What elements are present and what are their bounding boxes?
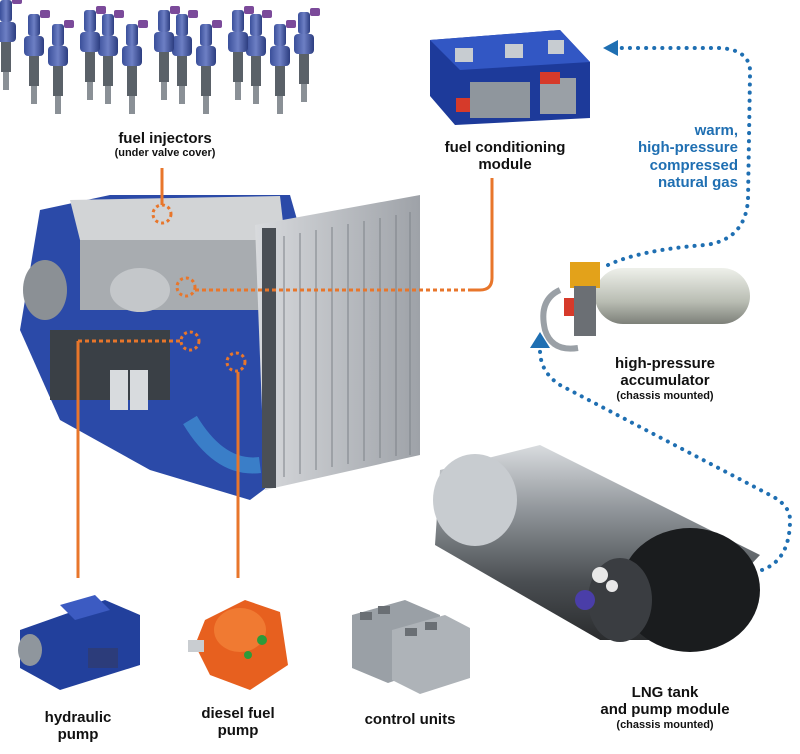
flow-arrow-icon bbox=[530, 40, 618, 348]
diesel-pump-image bbox=[188, 600, 288, 690]
accumulator-image bbox=[540, 262, 750, 352]
gas-label: warm, high-pressure compressed natural g… bbox=[600, 122, 738, 191]
fuel-conditioning-label: fuel conditioning module bbox=[430, 139, 580, 174]
control-units-title: control units bbox=[364, 711, 456, 728]
hydraulic-pump-image bbox=[18, 595, 140, 690]
orange-leader-lines bbox=[76, 168, 494, 578]
engine-image bbox=[20, 195, 420, 500]
control-units-label: control units bbox=[345, 711, 475, 728]
fuel-injectors-title: fuel injectors bbox=[118, 130, 212, 147]
accumulator-subtitle: (chassis mounted) bbox=[616, 389, 714, 402]
diesel-pump-line1: diesel fuel bbox=[201, 705, 275, 722]
fuel-injectors-image bbox=[0, 0, 320, 114]
fuel-injectors-label: fuel injectors (under valve cover) bbox=[75, 130, 255, 160]
gas-line1: warm, bbox=[694, 122, 738, 139]
hydraulic-pump-line1: hydraulic bbox=[44, 709, 112, 726]
hydraulic-pump-line2: pump bbox=[57, 726, 99, 744]
lng-line1: LNG tank bbox=[631, 684, 699, 701]
accumulator-line2: accumulator bbox=[620, 372, 710, 390]
gas-line2: high-pressure bbox=[637, 139, 738, 157]
lng-line2: and pump module bbox=[600, 701, 730, 719]
diesel-pump-line2: pump bbox=[217, 722, 259, 740]
gas-line3: compressed bbox=[649, 156, 738, 174]
control-units-image bbox=[352, 600, 470, 694]
diesel-pump-label: diesel fuel pump bbox=[178, 705, 298, 740]
accumulator-line1: high-pressure bbox=[614, 355, 716, 372]
gas-flow-path bbox=[538, 46, 793, 572]
accumulator-label: high-pressure accumulator (chassis mount… bbox=[580, 355, 750, 402]
lng-subtitle: (chassis mounted) bbox=[616, 718, 714, 731]
hydraulic-pump-label: hydraulic pump bbox=[18, 709, 138, 744]
gas-line4: natural gas bbox=[657, 173, 738, 191]
fuel-injectors-subtitle: (under valve cover) bbox=[114, 147, 216, 160]
lng-label: LNG tank and pump module (chassis mounte… bbox=[585, 684, 745, 731]
fuel-conditioning-line2: module bbox=[478, 156, 532, 174]
fuel-conditioning-module-image bbox=[430, 30, 590, 125]
fuel-conditioning-line1: fuel conditioning bbox=[444, 139, 566, 156]
lng-tank-image bbox=[433, 445, 760, 652]
